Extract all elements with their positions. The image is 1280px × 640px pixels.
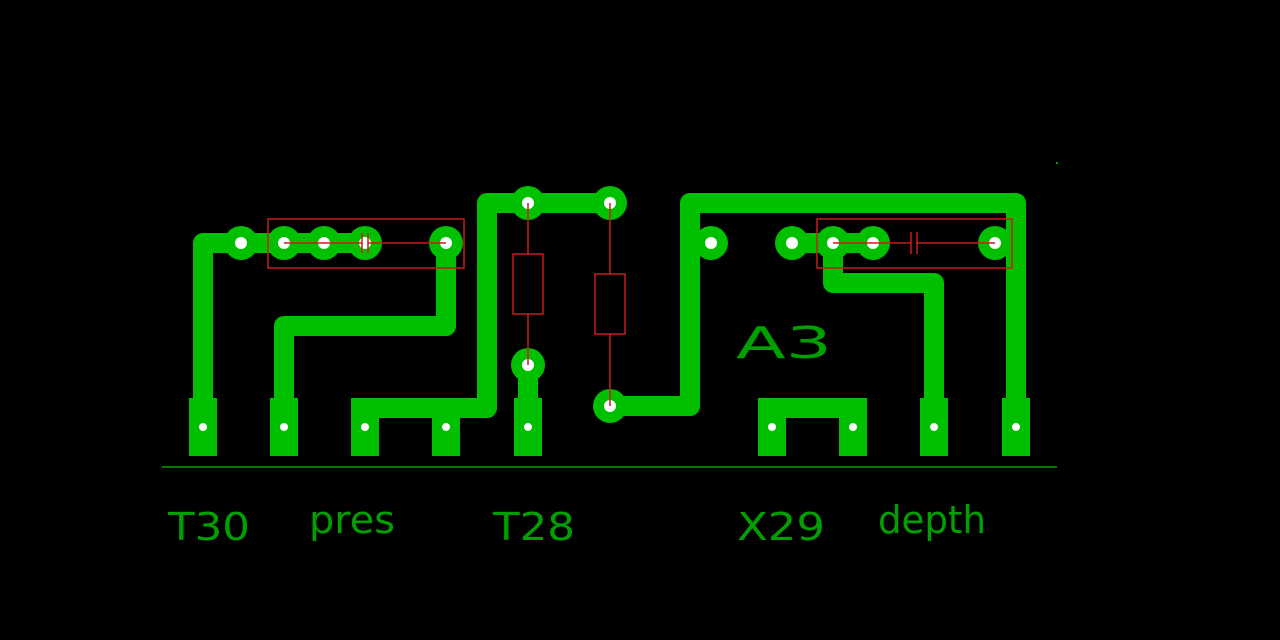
edge-drill-5 [524, 423, 532, 431]
board-label: A3 [736, 318, 832, 369]
edge-drill-3 [361, 423, 369, 431]
edge-drill-7 [849, 423, 857, 431]
pad-drills [235, 197, 1001, 412]
trace-center-link [610, 193, 1026, 430]
edge-drill-1 [199, 423, 207, 431]
component-outlines [267, 203, 1013, 406]
through-hole-pads [224, 186, 1012, 423]
drill-r1-1 [235, 237, 247, 249]
edge-drill-6 [768, 423, 776, 431]
board-corner-dot [1056, 162, 1058, 164]
component-outline-right [816, 218, 1013, 269]
edge-drill-4 [442, 423, 450, 431]
trace-depth [823, 243, 944, 430]
edge-connector-drills [199, 423, 1020, 431]
component-outline-left [267, 218, 465, 269]
resistor-1-body [512, 253, 544, 315]
resistor-2-body [594, 273, 626, 335]
drill-r2-2 [786, 237, 798, 249]
connector-label-x29: X29 [737, 505, 825, 549]
trace-pres [274, 243, 456, 430]
connector-label-depth: depth [878, 498, 986, 542]
edge-drill-2 [280, 423, 288, 431]
connector-label-t28: T28 [492, 505, 575, 549]
edge-drill-9 [1012, 423, 1020, 431]
drill-r2-1 [705, 237, 717, 249]
edge-drill-8 [930, 423, 938, 431]
connector-label-t30: T30 [167, 505, 250, 549]
connector-label-pres: pres [309, 498, 395, 542]
